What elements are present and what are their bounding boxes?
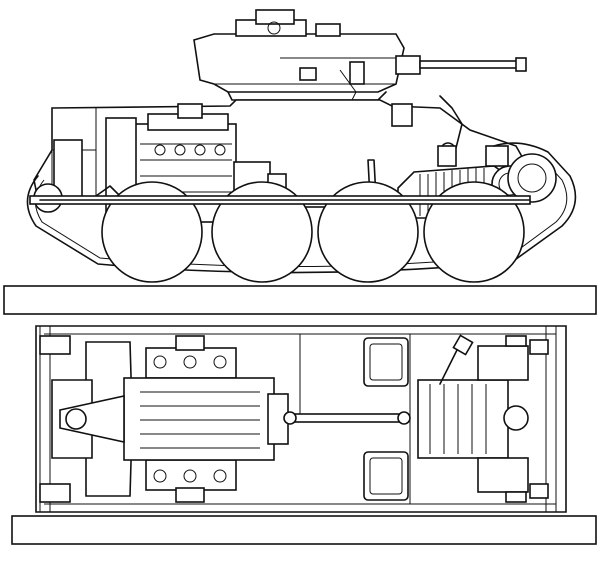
separator-bar (3, 285, 597, 315)
road-wheel-1 (101, 181, 203, 283)
plan-engine (59, 335, 289, 503)
road-wheel-2 (211, 181, 313, 283)
plan-drive-shaft (283, 411, 411, 425)
turret (193, 9, 405, 105)
track-assembly (26, 142, 577, 283)
road-wheel-3 (317, 181, 419, 283)
plan-view (35, 325, 567, 513)
side-elevation-view (26, 9, 577, 283)
road-wheel-4 (423, 181, 525, 283)
bottom-bar (11, 515, 597, 545)
driver-controls (391, 95, 463, 167)
plan-transmission (417, 334, 529, 503)
main-gun (395, 55, 527, 75)
crew-seats (363, 337, 409, 501)
drive-sprocket (507, 153, 557, 203)
plan-side-details (39, 335, 549, 503)
